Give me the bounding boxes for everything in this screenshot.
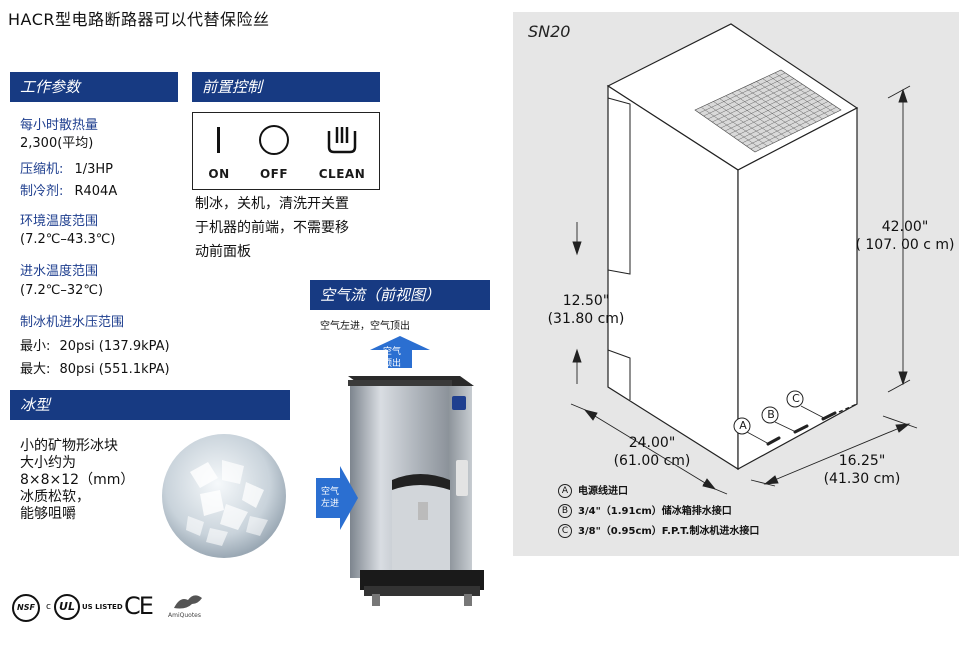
pressure-max-value: 80psi (551.1kPA): [59, 362, 170, 377]
ambient-value: (7.2℃–43.3℃): [20, 232, 116, 247]
control-panel-box: ON OFF CLEAN: [192, 112, 380, 190]
compressor-row: 压缩机: 1/3HP: [20, 158, 113, 177]
airflow-subtitle: 空气左进，空气顶出: [320, 321, 410, 332]
ul-logo: UL: [54, 594, 80, 620]
opening-dimension: 12.50" (31.80 cm): [534, 292, 638, 328]
height-dimension: 42.00" ( 107. 00 c m): [852, 218, 958, 254]
legend-a: A 电源线进口: [558, 482, 628, 498]
pressure-max-label: 最大:: [20, 362, 51, 377]
compressor-label: 压缩机:: [20, 162, 64, 177]
opening-in: 12.50": [562, 293, 610, 309]
page-title: HACR型电路断路器可以代替保险丝: [8, 10, 270, 29]
model-label: SN20: [528, 22, 571, 41]
compressor-value: 1/3HP: [74, 162, 114, 177]
dimension-drawing: [570, 23, 918, 495]
opening-cm: (31.80 cm): [547, 311, 625, 327]
amiquotes-logo-icon: [174, 595, 202, 609]
on-symbol-icon: [217, 127, 220, 153]
amiquotes-text: AmiQuotes: [168, 612, 201, 619]
airflow-top-label: 空气 顶出: [383, 346, 401, 370]
pressure-label: 制冰机进水压范围: [20, 315, 125, 330]
height-cm: ( 107. 00 c m): [855, 237, 955, 253]
legend-b: B 3/4"（1.91cm）储冰箱排水接口: [558, 502, 732, 518]
off-label: OFF: [259, 167, 289, 181]
legend-c: C 3/8"（0.95cm）F.P.T.制冰机进水接口: [558, 522, 759, 538]
water-temp-value: (7.2℃–32℃): [20, 283, 104, 298]
ice-desc-line-2: 大小约为: [20, 455, 76, 471]
pressure-min-value: 20psi (137.9kPA): [59, 339, 170, 354]
ambient-label: 环境温度范围: [20, 214, 99, 229]
airflow-header: 空气流（前视图）: [310, 280, 490, 310]
ce-logo: CE: [124, 592, 154, 620]
nsf-logo: NSF: [12, 594, 40, 622]
clean-icon: [327, 127, 357, 154]
width-cm: (61.00 cm): [613, 453, 691, 469]
pressure-min-row: 最小: 20psi (137.9kPA): [20, 335, 170, 354]
airflow-top-line-1: 空气: [383, 347, 402, 357]
ul-c-mark: c: [46, 602, 51, 612]
ice-image: [162, 434, 286, 558]
on-label: ON: [208, 167, 230, 181]
legend-a-text: 电源线进口: [578, 486, 628, 497]
pressure-min-label: 最小:: [20, 339, 51, 354]
airflow-left-line-1: 空气: [321, 487, 340, 497]
depth-in: 16.25": [838, 453, 886, 469]
refrigerant-label: 制冷剂:: [20, 184, 64, 199]
legend-a-key: A: [558, 484, 572, 498]
ice-type-header: 冰型: [10, 390, 290, 420]
ice-desc: 小的矿物形冰块 大小约为 8×8×12（mm） 冰质松软， 能够咀嚼: [20, 438, 134, 523]
refrigerant-row: 制冷剂: R404A: [20, 180, 117, 199]
dispenser-illustration: [316, 336, 484, 606]
off-control: OFF: [245, 113, 303, 191]
clean-control: CLEAN: [303, 113, 381, 191]
height-in: 42.00": [881, 219, 929, 235]
ice-desc-line-3: 8×8×12（mm）: [20, 472, 135, 488]
heat-label: 每小时散热量: [20, 118, 99, 133]
marker-b: B: [767, 408, 775, 421]
legend-b-key: B: [558, 504, 572, 518]
legend-c-key: C: [558, 524, 572, 538]
legend-b-text: 3/4"（1.91cm）储冰箱排水接口: [578, 506, 732, 517]
pressure-max-row: 最大: 80psi (551.1kPA): [20, 358, 170, 377]
depth-cm: (41.30 cm): [823, 471, 901, 487]
airflow-left-label: 空气 左进: [321, 486, 339, 510]
refrigerant-value: R404A: [74, 184, 118, 199]
clean-label: CLEAN: [318, 167, 366, 181]
legend-c-text: 3/8"（0.95cm）F.P.T.制冰机进水接口: [578, 526, 760, 537]
ice-desc-line-5: 能够咀嚼: [20, 506, 76, 522]
width-in: 24.00": [628, 435, 676, 451]
width-dimension: 24.00" (61.00 cm): [602, 434, 702, 470]
ice-desc-line-1: 小的矿物形冰块: [20, 438, 118, 454]
front-desc-line-2: 于机器的前端，不需要移: [195, 220, 349, 236]
ul-listed-text: US LISTED: [82, 603, 123, 611]
work-params-header: 工作参数: [10, 72, 178, 102]
marker-a: A: [739, 419, 747, 432]
airflow-top-line-2: 顶出: [383, 359, 402, 369]
depth-dimension: 16.25" (41.30 cm): [812, 452, 912, 488]
airflow-left-line-2: 左进: [321, 499, 340, 509]
ice-desc-line-4: 冰质松软，: [20, 489, 90, 505]
certifications: NSF c UL US LISTED CE AmiQuotes: [10, 590, 220, 624]
marker-c: C: [792, 392, 800, 405]
on-control: ON: [193, 113, 245, 191]
front-desc-line-1: 制冰，关机，清洗开关置: [195, 196, 349, 212]
off-symbol-icon: [259, 125, 289, 155]
front-desc-line-3: 动前面板: [195, 244, 251, 260]
water-temp-label: 进水温度范围: [20, 264, 99, 279]
front-controls-header: 前置控制: [192, 72, 380, 102]
heat-value: 2,300(平均): [20, 136, 94, 151]
